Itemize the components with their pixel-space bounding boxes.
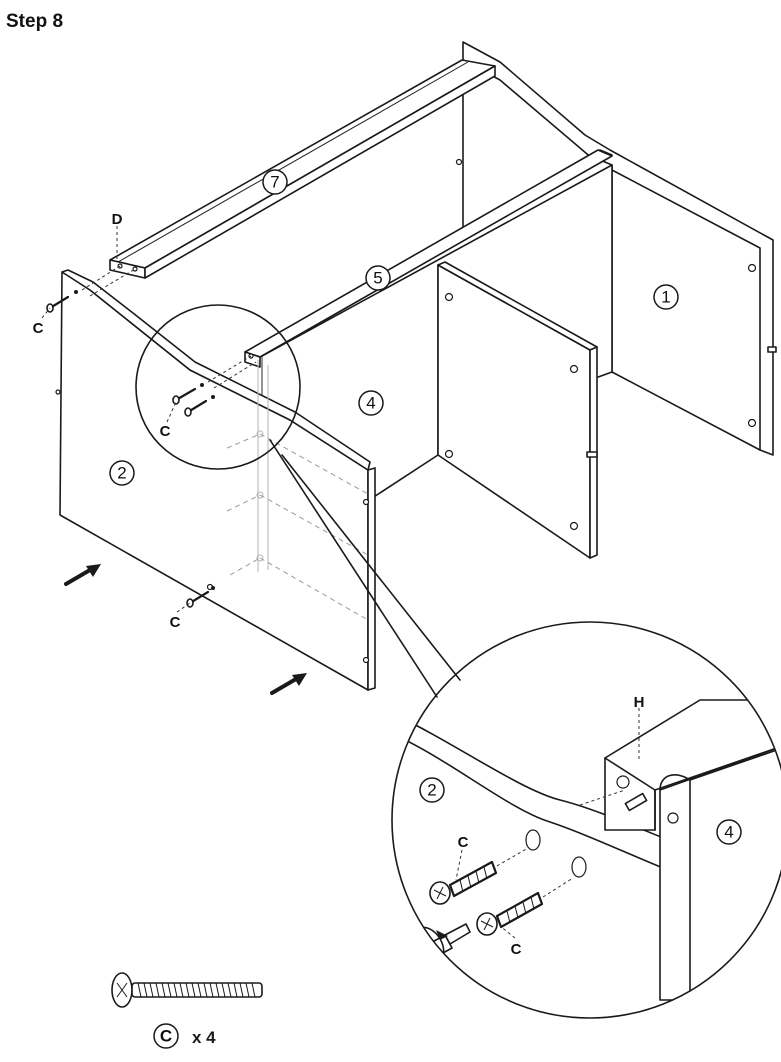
part-badge-7: 7 (262, 169, 288, 195)
callout-lines (269, 439, 461, 698)
screw-c-bottom (186, 586, 215, 608)
detail-zoom: 2 4 H C C (391, 621, 781, 1019)
label-c-detail-top: C (458, 834, 469, 851)
part-badge-5: 5 (365, 265, 391, 291)
rail-7 (109, 59, 496, 279)
divider-panel (437, 261, 598, 559)
part-badge-4: 4 (358, 390, 384, 416)
detail-screw-lower (476, 877, 574, 936)
svg-text:7: 7 (270, 173, 279, 192)
hardware-legend: C x 4 (111, 972, 263, 1049)
label-c-detail-bottom: C (511, 941, 522, 958)
part-badge-2: 2 (109, 460, 135, 486)
detail-badge-2: 2 (419, 777, 445, 803)
push-arrow-right (270, 673, 307, 695)
label-c-top-left: C (33, 320, 44, 337)
cam-screw-icon (111, 972, 263, 1008)
legend-letter: C (160, 1027, 172, 1046)
svg-text:4: 4 (724, 823, 733, 842)
label-c-bottom: C (170, 614, 181, 631)
label-leaders (41, 226, 191, 613)
zoom-circle-small (135, 304, 301, 470)
svg-text:2: 2 (427, 781, 436, 800)
step-title: Step 8 (6, 11, 63, 32)
svg-text:4: 4 (366, 394, 375, 413)
legend-quantity: x 4 (192, 1028, 216, 1047)
detail-screw-upper (429, 847, 529, 905)
part-badge-1: 1 (653, 284, 679, 310)
push-arrow-left (64, 564, 101, 586)
svg-text:2: 2 (117, 464, 126, 483)
svg-text:1: 1 (661, 288, 670, 307)
label-d: D (112, 211, 123, 228)
label-h: H (634, 694, 645, 711)
detail-badge-4: 4 (716, 819, 742, 845)
screw-c-circle (172, 383, 215, 417)
svg-text:5: 5 (373, 269, 382, 288)
label-c-circle: C (160, 423, 171, 440)
dowel-connection-lines (81, 265, 257, 389)
screwdriver-icon (399, 923, 471, 974)
